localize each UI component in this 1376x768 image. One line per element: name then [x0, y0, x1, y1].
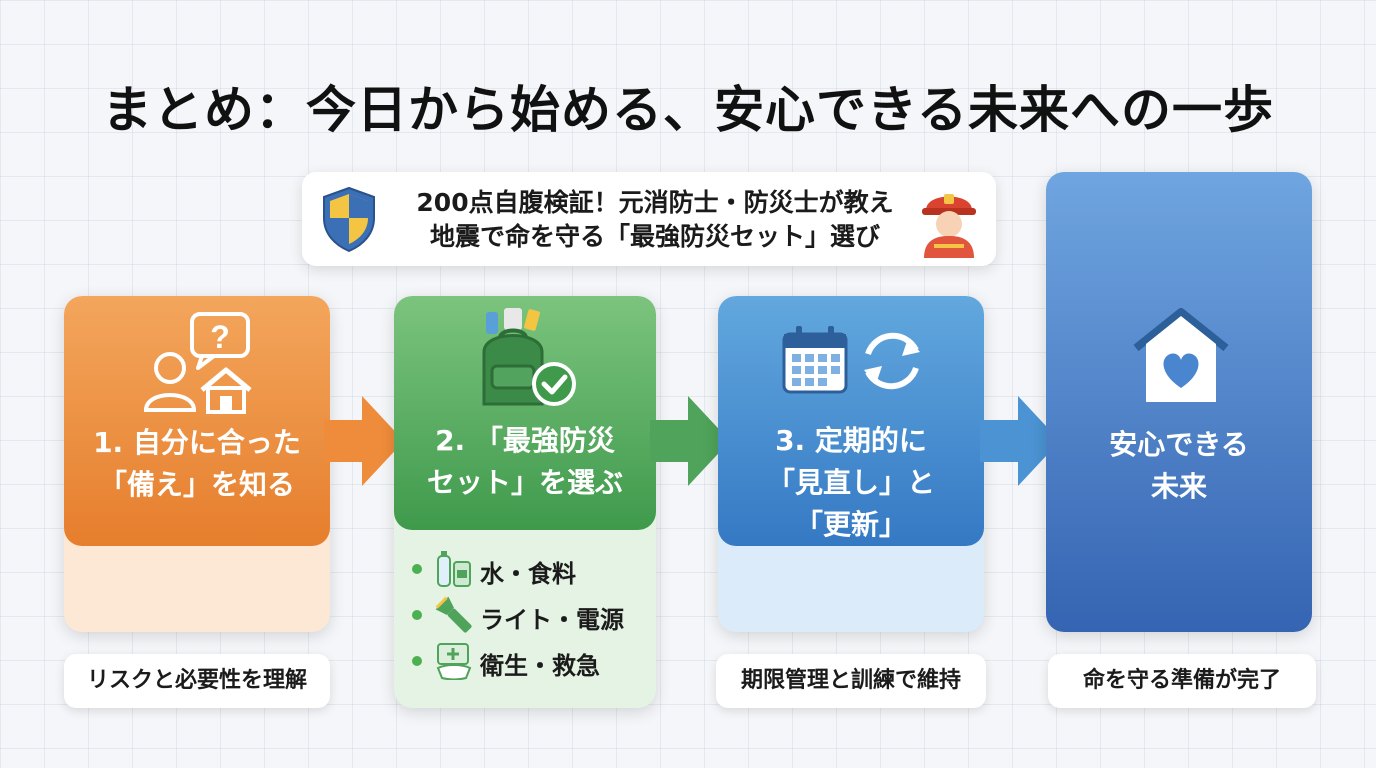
page-title: まとめ：今日から始める、安心できる未来への一歩	[102, 81, 1274, 139]
item-label: 衛生・救急	[480, 652, 600, 680]
backpack-check-icon	[482, 308, 576, 406]
step-2-line-1: 2. 「最強防災	[435, 424, 615, 457]
step-card-3: 3. 定期的に 「見直し」と 「更新」	[718, 296, 984, 632]
bullet-dot	[412, 610, 422, 620]
list-item: 水・食料	[412, 550, 652, 590]
step-1-line-2: 「備え」を知る	[98, 468, 295, 501]
step-4-line-2: 未来	[1150, 470, 1207, 503]
step-3-line-3: 「更新」	[794, 508, 907, 541]
calendar-refresh-icon	[782, 326, 920, 394]
item-label: 水・食料	[480, 560, 576, 588]
firefighter-icon	[922, 194, 976, 258]
svg-text:?: ?	[210, 319, 230, 355]
step-1-caption: リスクと必要性を理解	[64, 654, 330, 708]
person-question-house-icon: ?	[143, 312, 252, 414]
step-3-line-1: 3. 定期的に	[775, 424, 927, 457]
first-aid-mask-icon	[436, 643, 472, 680]
water-food-icon	[437, 551, 471, 587]
step-card-4: 安心できる 未来	[1046, 172, 1312, 632]
arrow-right-icon	[980, 396, 1060, 486]
step-3-caption: 期限管理と訓練で維持	[716, 654, 986, 708]
house-heart-icon	[1133, 308, 1229, 402]
headline-badge: 200点自腹検証！元消防士・防災士が教え 地震で命を守る「最強防災セット」選び	[302, 172, 996, 266]
badge-line-2: 地震で命を守る「最強防災セット」選び	[429, 222, 880, 251]
shield-icon	[323, 186, 375, 253]
step-card-1: ? 1. 自分に合った 「備え」を知る	[64, 296, 330, 632]
list-item: ライト・電源	[412, 596, 652, 636]
bullet-dot	[412, 564, 422, 574]
list-item: 衛生・救急	[412, 642, 652, 682]
step-4-caption: 命を守る準備が完了	[1048, 654, 1316, 708]
step-2-line-2: セット」を選ぶ	[426, 466, 623, 499]
badge-line-1: 200点自腹検証！元消防士・防災士が教え	[416, 188, 894, 217]
bullet-dot	[412, 656, 422, 666]
step-4-line-1: 安心できる	[1109, 428, 1249, 461]
item-label: ライト・電源	[480, 606, 624, 634]
step-1-line-1: 1. 自分に合った	[93, 426, 301, 459]
flashlight-icon	[435, 596, 472, 633]
arrow-right-icon	[650, 396, 730, 486]
arrow-right-icon	[324, 396, 404, 486]
step-3-line-2: 「見直し」と	[766, 466, 935, 499]
step-card-2: 2. 「最強防災 セット」を選ぶ	[394, 296, 656, 708]
